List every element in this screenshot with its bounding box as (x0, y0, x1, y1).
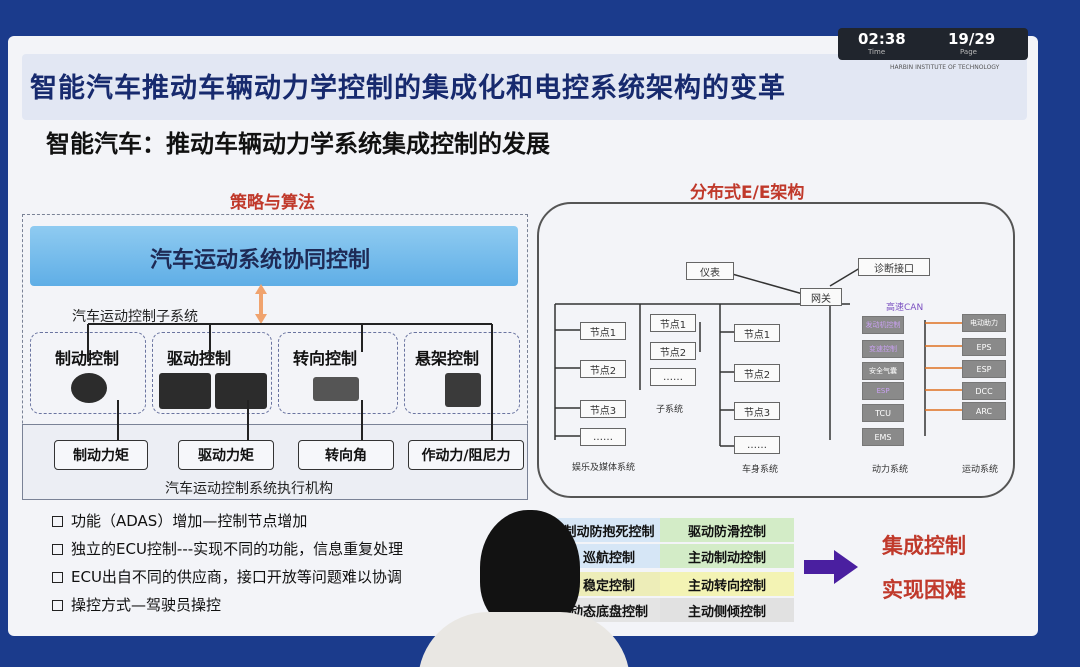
subsystem-title: 转向控制 (293, 349, 358, 368)
presenter-shoulders (418, 612, 630, 667)
bullet-item: ECU出自不同的供应商，接口开放等问题难以协调 (52, 566, 402, 587)
subsystem-drive: 驱动控制 (152, 332, 272, 414)
motion-node-1: 电动助力 (962, 314, 1006, 332)
group-label-media: 娱乐及媒体系统 (572, 463, 636, 473)
node-b3: …… (650, 368, 696, 386)
group-label-power: 动力系统 (872, 465, 909, 475)
output-drive-torque: 驱动力矩 (178, 440, 274, 470)
presenter-head (480, 510, 580, 630)
power-node-2: 变速控制 (862, 340, 904, 358)
double-arrow-icon (255, 284, 267, 324)
subsystem-title: 驱动控制 (167, 349, 232, 368)
node-b1: 节点1 (650, 314, 696, 332)
subsystem-suspension: 悬架控制 (404, 332, 520, 414)
power-node-5: TCU (862, 404, 904, 422)
group-label-body: 车身系统 (742, 465, 779, 475)
node-b2: 节点2 (650, 342, 696, 360)
actuator-label: 汽车运动控制系统执行机构 (165, 481, 333, 497)
timer-value: 02:38 (858, 30, 906, 48)
slide-title: 智能汽车推动车辆动力学控制的集成化和电控系统架构的变革 (30, 73, 786, 104)
output-steering-angle: 转向角 (298, 440, 394, 470)
node-instrument: 仪表 (686, 262, 734, 280)
node-c2: 节点2 (734, 364, 780, 382)
group-label-subsystem: 子系统 (656, 405, 684, 415)
timer-label: Time (868, 48, 886, 56)
brake-image (71, 373, 107, 403)
coordinated-control-banner: 汽车运动系统协同控制 (30, 226, 518, 286)
node-c1: 节点1 (734, 324, 780, 342)
motion-node-3: ESP (962, 360, 1006, 378)
right-section-title: 分布式E/E架构 (690, 183, 805, 203)
subsystem-steering: 转向控制 (278, 332, 398, 414)
checkbox-icon (52, 572, 63, 583)
engine-image (215, 373, 267, 409)
node-c3: 节点3 (734, 402, 780, 420)
banner-text: 汽车运动系统协同控制 (150, 248, 371, 273)
result-line-2: 实现困难 (882, 578, 966, 602)
node-diag-port: 诊断接口 (858, 258, 930, 276)
ee-architecture-frame (537, 202, 1015, 498)
institute-logo: HARBIN INSTITUTE OF TECHNOLOGY (850, 62, 1020, 76)
arrow-right-icon (804, 550, 858, 584)
feature-cell: 主动侧倾控制 (660, 598, 794, 622)
node-a3: 节点3 (580, 400, 626, 418)
feature-cell: 主动制动控制 (660, 544, 794, 568)
subsystem-label: 汽车运动控制子系统 (72, 309, 198, 325)
bullet-item: 操控方式—驾驶员操控 (52, 594, 221, 615)
node-a2: 节点2 (580, 360, 626, 378)
node-a1: 节点1 (580, 322, 626, 340)
title-bar (22, 54, 1027, 120)
motion-node-2: EPS (962, 338, 1006, 356)
output-brake-torque: 制动力矩 (54, 440, 148, 470)
feature-cell: 主动转向控制 (660, 572, 794, 596)
slide-subtitle: 智能汽车：推动车辆动力学系统集成控制的发展 (46, 130, 550, 158)
feature-cell: 驱动防滑控制 (660, 518, 794, 542)
page-label: Page (960, 48, 977, 56)
power-node-6: EMS (862, 428, 904, 446)
power-node-4: ESP (862, 382, 904, 400)
suspension-image (445, 373, 481, 407)
page-counter: 19/29 (948, 30, 996, 48)
steering-image (313, 377, 359, 401)
checkbox-icon (52, 600, 63, 611)
bullet-item: 独立的ECU控制---实现不同的功能，信息重复处理 (52, 538, 403, 559)
group-label-motion: 运动系统 (962, 465, 999, 475)
subsystem-title: 悬架控制 (415, 349, 480, 368)
presentation-timer: 02:38 Time 19/29 Page (838, 28, 1028, 60)
node-c4: …… (734, 436, 780, 454)
institute-name: HARBIN INSTITUTE OF TECHNOLOGY (890, 64, 1000, 71)
power-node-1: 发动机控制 (862, 316, 904, 334)
can-label: 高速CAN (886, 303, 924, 313)
result-line-1: 集成控制 (882, 534, 966, 558)
power-node-3: 安全气囊 (862, 362, 904, 380)
checkbox-icon (52, 516, 63, 527)
output-damping-force: 作动力/阻尼力 (408, 440, 524, 470)
left-section-title: 策略与算法 (230, 193, 315, 213)
motion-node-4: DCC (962, 382, 1006, 400)
node-gateway: 网关 (800, 288, 842, 306)
checkbox-icon (52, 544, 63, 555)
motion-node-5: ARC (962, 402, 1006, 420)
motor-image (159, 373, 211, 409)
node-a4: …… (580, 428, 626, 446)
bullet-item: 功能（ADAS）增加—控制节点增加 (52, 510, 307, 531)
